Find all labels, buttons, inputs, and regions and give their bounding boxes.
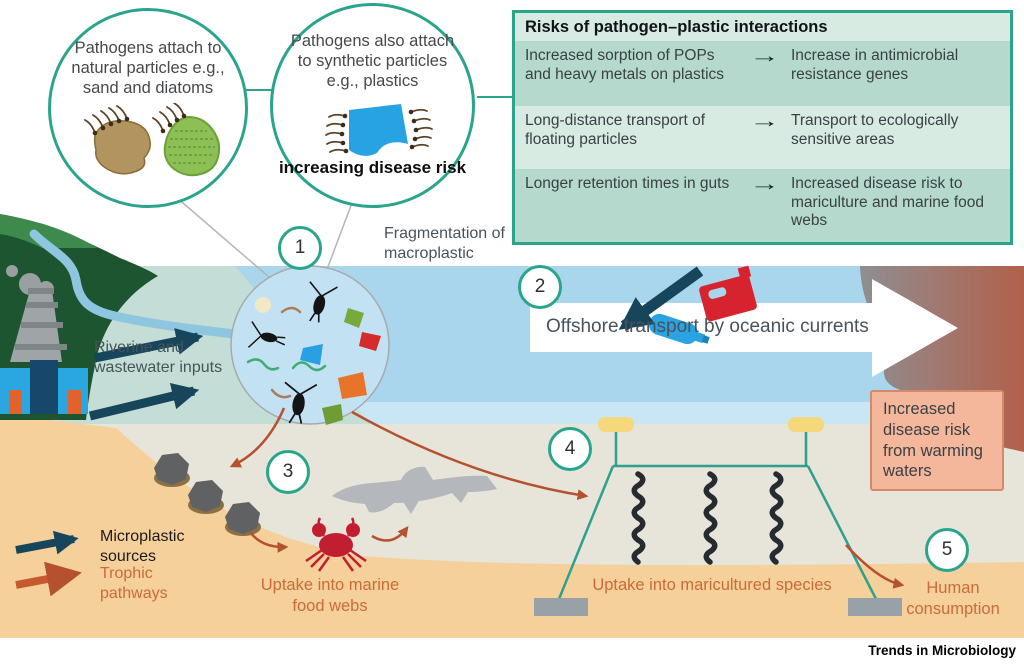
anchor-block [534, 598, 588, 616]
factory-door [68, 390, 81, 414]
sand-bottom [0, 414, 1024, 638]
bubble-natural-text: Pathogens attach to natural particles e.… [71, 39, 225, 98]
legend-trophic-label: Trophic pathways [100, 565, 168, 602]
risk-effect: Increased disease risk to mariculture an… [791, 175, 984, 230]
risk-cause: Long-distance transport of floating part… [525, 112, 706, 148]
risk-table-title: Risks of pathogen–plastic interactions [515, 13, 1010, 41]
mariculture-longline [534, 417, 902, 616]
trophic-arrow-to-rocks [229, 407, 286, 468]
risk-cause: Longer retention times in guts [525, 175, 730, 192]
trophic-arrows [229, 407, 905, 589]
diatom-fragment [322, 404, 343, 425]
connector-line [325, 202, 353, 273]
offshore-transport-label: Offshore transport by oceanic currents [546, 316, 869, 337]
plastic-fragment-red [359, 332, 381, 351]
trophic-arrow-to-mariculture [351, 410, 589, 501]
fiber-fragment [280, 306, 302, 314]
jerrycan-icon [699, 265, 757, 322]
uptake-marine-label: Uptake into marine food webs [260, 576, 400, 615]
plastic-bead [255, 297, 271, 313]
crab-icon [305, 517, 367, 572]
buoy-icon [598, 417, 634, 432]
uptake-maricultured-label: Uptake into maricultured species [592, 576, 832, 594]
step-marker-3: 3 [266, 450, 310, 494]
plastic-fragment-orange [338, 372, 367, 399]
bubble-natural-particles: Pathogens attach to natural particles e.… [48, 8, 248, 208]
legend-microplastic-label: Microplastic sources [100, 528, 185, 565]
risk-cause: Increased sorption of POPs and heavy met… [525, 47, 725, 83]
mussel-rope-icon [631, 471, 646, 565]
fragmentation-label: Fragmentation of macroplastic [384, 225, 505, 263]
factory-icon [0, 265, 88, 414]
rocks-icon [154, 453, 261, 536]
smoke-icon [6, 265, 18, 277]
risk-table-row: Increased sorption of POPs and heavy met… [515, 41, 1010, 106]
risk-table-row: Long-distance transport of floating part… [515, 106, 1010, 169]
legend-microplastic-arrow [15, 530, 79, 555]
riverine-arrow [88, 382, 200, 421]
right-arrow-icon: → [748, 46, 780, 67]
factory-building [30, 360, 58, 414]
diatom-fragment [344, 308, 364, 328]
buoy-icon [788, 417, 824, 432]
increasing-disease-risk-label: increasing disease risk [278, 158, 467, 177]
fragmentation-arrow [618, 266, 704, 331]
plastic-fragment-blue [300, 344, 323, 365]
warming-waters-box: Increased disease risk from warming wate… [870, 390, 1004, 492]
bubble-synthetic-particles: Pathogens also attach to synthetic parti… [270, 3, 475, 208]
fiber-fragment [270, 388, 292, 399]
connector-line [175, 196, 285, 291]
step-marker-2: 2 [518, 265, 562, 309]
step-marker-4: 4 [548, 427, 592, 471]
sand-grain-icon [93, 120, 151, 175]
anchor-block [848, 598, 902, 616]
human-consumption-label: Human consumption [906, 579, 1000, 618]
step-marker-1: 1 [278, 226, 322, 270]
natural-particles-graphic [84, 103, 221, 177]
bottle-icon [648, 313, 710, 345]
risk-effect: Increase in antimicrobial resistance gen… [791, 47, 959, 83]
step-marker-5: 5 [925, 528, 969, 572]
shark-icon [332, 466, 497, 514]
legend-trophic-arrow [15, 561, 82, 597]
synthetic-particles-graphic [325, 104, 433, 156]
fiber-fragment [291, 361, 327, 372]
journal-attribution: Trends in Microbiology [868, 643, 1016, 658]
magnifier-circle [230, 265, 390, 425]
diatom-texture [168, 130, 215, 164]
river [29, 229, 239, 339]
fiber-fragment [246, 358, 280, 371]
right-arrow-icon: → [748, 111, 780, 132]
diatom-icon [163, 115, 221, 177]
right-arrow-icon: → [748, 174, 780, 195]
riverine-inputs-label: Riverine and wastewater inputs [94, 339, 223, 377]
bottom-margin [0, 638, 1024, 665]
risk-table: Risks of pathogen–plastic interactions I… [512, 10, 1013, 245]
trophic-arrow-to-shark [371, 526, 409, 542]
copepod-icon [247, 321, 286, 348]
mussel-rope-icon [769, 471, 784, 565]
riverine-arrow [94, 328, 204, 363]
copepod-icon [309, 281, 338, 323]
copepod-icon [284, 381, 318, 424]
bubble-synthetic-text: Pathogens also attach to synthetic parti… [290, 32, 455, 91]
risk-effect: Transport to ecologically sensitive area… [791, 112, 959, 148]
trophic-arrow-to-crab [249, 531, 289, 553]
factory-door [9, 390, 22, 414]
trophic-arrow-to-human [845, 544, 905, 589]
plastic-sheet-icon [349, 104, 408, 156]
mussel-rope-icon [703, 471, 718, 565]
risk-table-row: Longer retention times in guts → Increas… [515, 169, 1010, 242]
